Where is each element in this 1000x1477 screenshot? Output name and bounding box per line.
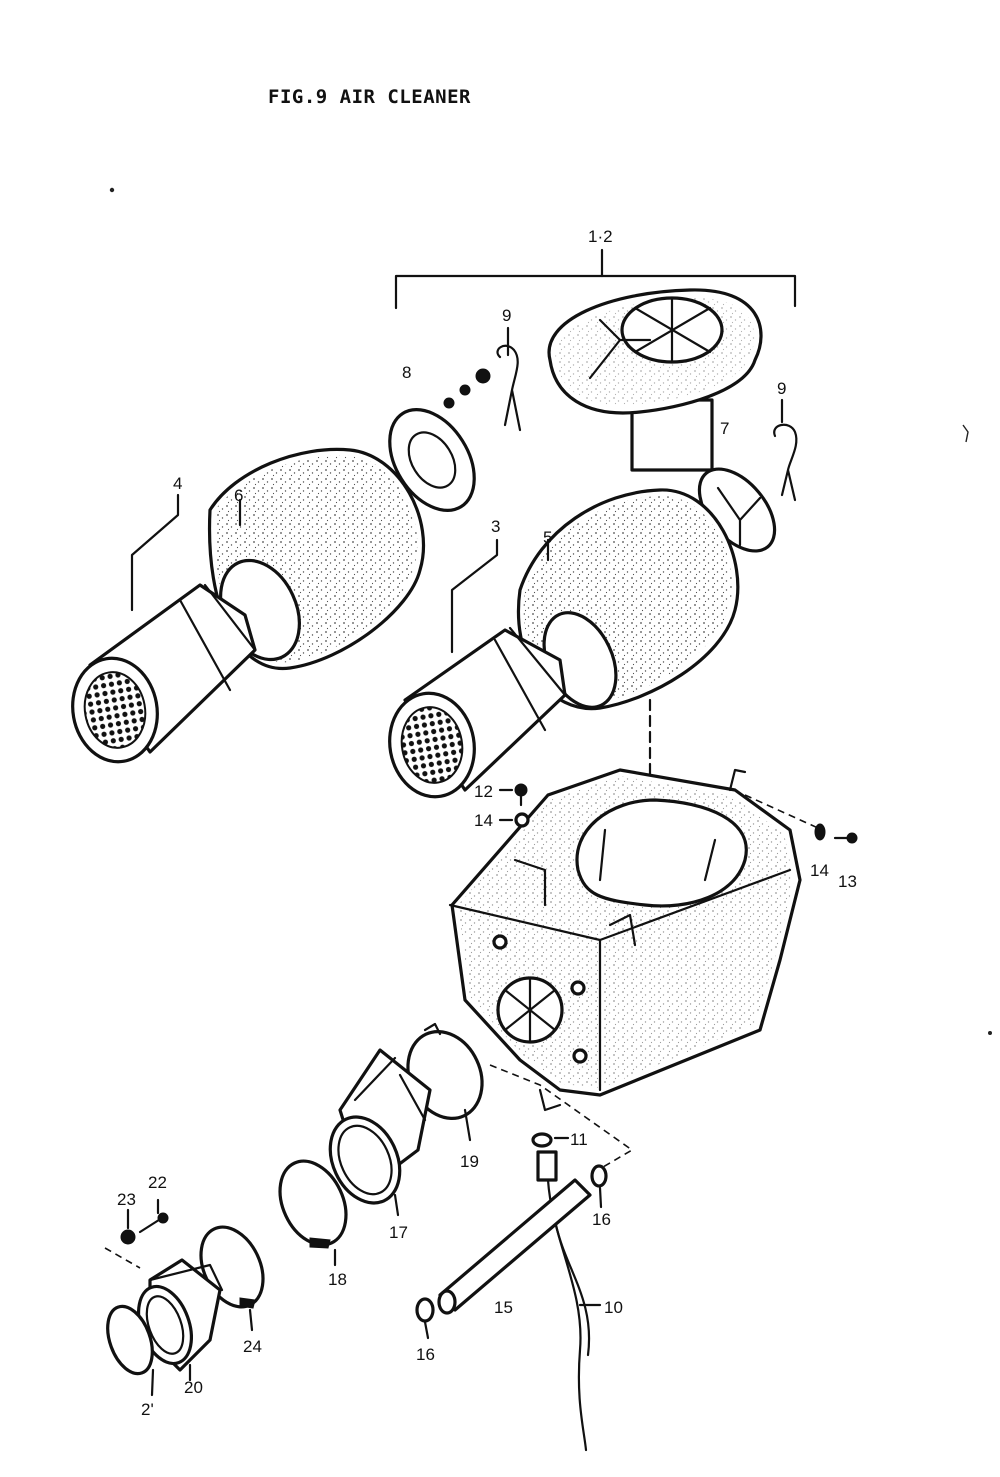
callout-21: 2' <box>141 1400 154 1419</box>
callout-22: 22 <box>148 1173 167 1192</box>
screw-13-washer-14-right <box>744 794 858 844</box>
callout-6: 6 <box>234 486 243 505</box>
clip-right <box>773 398 798 502</box>
air-cleaner-cap <box>547 288 763 472</box>
callout-12: 12 <box>474 782 493 801</box>
drain-plug-11 <box>489 1064 634 1171</box>
callout-11: 11 <box>570 1130 588 1149</box>
callout-8: 8 <box>402 363 411 382</box>
callout-13: 13 <box>838 872 857 891</box>
callout-16-upper: 16 <box>592 1210 611 1229</box>
callout-23: 23 <box>117 1190 136 1209</box>
callout-4: 4 <box>173 474 182 493</box>
callout-14-right: 14 <box>810 861 829 880</box>
callout-9-right: 9 <box>777 379 786 398</box>
nut-23 <box>120 1208 136 1245</box>
callout-3: 3 <box>491 517 500 536</box>
callout-24: 24 <box>243 1337 262 1356</box>
bolt-22 <box>138 1198 169 1234</box>
assembly-bracket <box>394 248 797 310</box>
o-ring-21 <box>106 1304 155 1397</box>
clip-16-lower <box>415 1297 435 1340</box>
tube-15 <box>437 1178 592 1315</box>
callout-1-2: 1·2 <box>588 227 613 246</box>
callout-18: 18 <box>328 1270 347 1289</box>
washer-14-left <box>498 812 530 828</box>
right-filter-assembly <box>388 488 740 799</box>
air-cleaner-case <box>448 768 802 1112</box>
callout-17: 17 <box>389 1223 408 1242</box>
callout-14-left: 14 <box>474 811 493 830</box>
clip-upper <box>496 326 522 432</box>
intake-hose-17 <box>328 1048 432 1217</box>
screw-12 <box>498 783 528 807</box>
callout-16-lower: 16 <box>416 1345 435 1364</box>
left-filter-assembly <box>71 447 426 764</box>
callout-5: 5 <box>543 528 552 547</box>
figure-title: FIG.9 AIR CLEANER <box>268 86 471 108</box>
callout-9-upper: 9 <box>502 306 511 325</box>
callout-15: 15 <box>494 1298 513 1317</box>
callout-19: 19 <box>460 1152 479 1171</box>
drain-hose-10 <box>536 1150 602 1452</box>
clip-16-upper <box>590 1164 608 1209</box>
callout-10: 10 <box>604 1298 623 1317</box>
bolt-axis <box>104 1247 141 1269</box>
callout-7: 7 <box>720 419 729 438</box>
clamp-18 <box>278 1159 348 1267</box>
callout-20: 20 <box>184 1378 203 1397</box>
